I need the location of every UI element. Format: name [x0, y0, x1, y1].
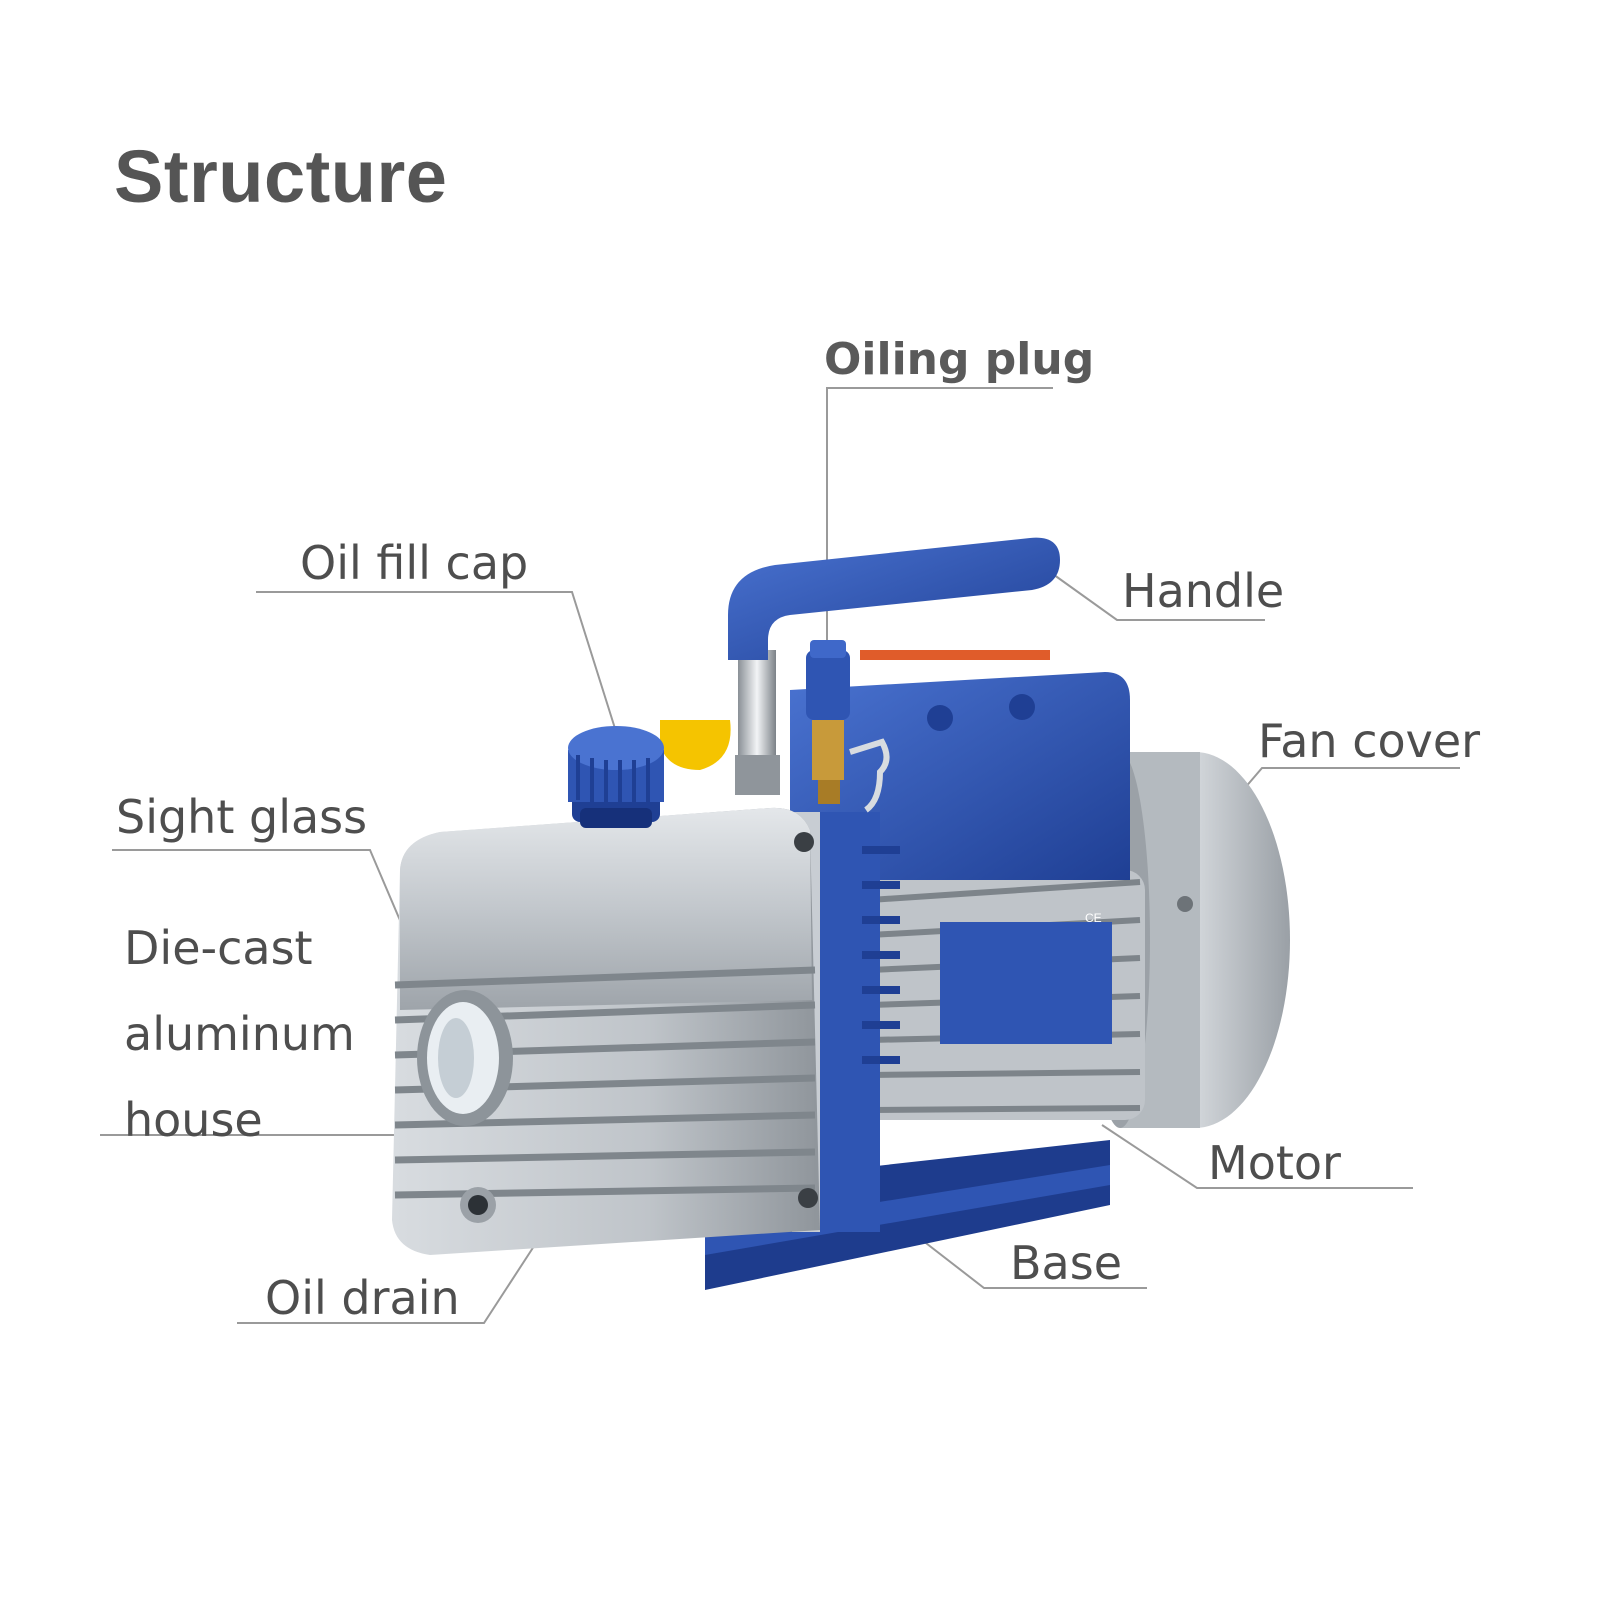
label-motor: Motor — [1208, 1136, 1341, 1190]
svg-text:CE: CE — [1085, 911, 1102, 925]
label-base: Base — [1010, 1236, 1123, 1290]
label-fan-cover: Fan cover — [1258, 714, 1481, 768]
label-oiling-plug: Oiling plug — [824, 334, 1095, 385]
leader-oil-fill-cap — [256, 591, 619, 739]
label-handle: Handle — [1122, 564, 1285, 618]
leader-sight-glass — [112, 849, 403, 926]
leader-handle — [1049, 571, 1265, 621]
label-oil-drain: Oil drain — [265, 1271, 460, 1325]
die-cast-line-2: aluminum — [124, 1007, 355, 1061]
die-cast-line-1: Die-cast — [124, 921, 313, 975]
leader-oiling-plug — [826, 387, 1053, 660]
sight-glass — [417, 990, 513, 1126]
leader-motor — [1101, 1124, 1413, 1189]
frame-screw-2 — [798, 1188, 818, 1208]
leader-oil-drain — [237, 1239, 539, 1324]
oil-fill-cap — [568, 726, 664, 828]
yellow-valve — [660, 720, 780, 795]
frame-screw-1 — [794, 832, 814, 852]
label-die-cast-aluminum-house: Die-cast aluminum house — [124, 905, 355, 1163]
aluminum-pump-house — [392, 807, 820, 1255]
oil-drain — [460, 1187, 496, 1223]
motor-body: CE — [860, 870, 1145, 1120]
motor-nameplate — [940, 922, 1112, 1044]
page-title: Structure — [114, 135, 448, 218]
leader-base — [921, 1239, 1147, 1289]
label-sight-glass: Sight glass — [116, 790, 368, 844]
fan-screw — [1177, 896, 1193, 912]
oiling-plug — [806, 640, 890, 813]
die-cast-line-3: house — [124, 1093, 263, 1147]
leader-fan-cover — [1225, 767, 1460, 811]
label-oil-fill-cap: Oil fill cap — [300, 536, 529, 590]
